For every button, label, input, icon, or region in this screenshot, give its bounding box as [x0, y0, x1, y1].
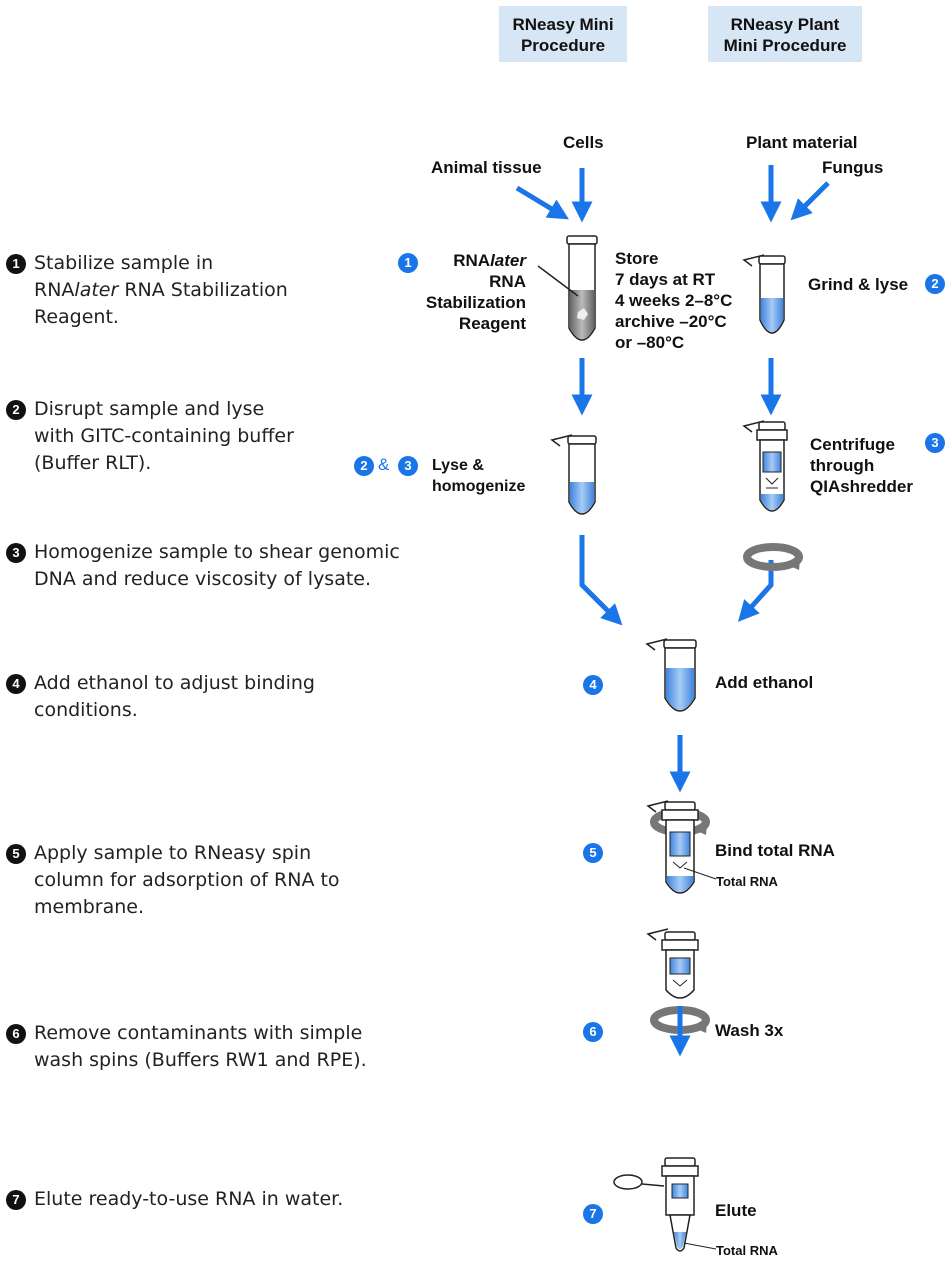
- label-store-line4: archive –20°C: [615, 312, 727, 331]
- step-3-text: 3 Homogenize sample to shear genomic DNA …: [6, 539, 400, 593]
- label-wash: Wash 3x: [715, 1021, 784, 1040]
- label-total-rna-bottom: Total RNA: [716, 1243, 778, 1258]
- step-1-line1: Stabilize sample in: [34, 252, 214, 274]
- diagram-number-2-plant: 2: [925, 274, 945, 294]
- label-centrifuge: Centrifuge through QIAshredder: [810, 434, 913, 497]
- label-store-line1: Store: [615, 249, 659, 268]
- diagram-number-4: 4: [583, 675, 603, 695]
- step-5-line3: membrane.: [34, 896, 144, 918]
- step-4-line2: conditions.: [34, 699, 138, 721]
- label-store-line3: 4 weeks 2–8°C: [615, 291, 733, 310]
- header-plant-line1: RNeasy Plant: [730, 15, 840, 34]
- label-store: Store 7 days at RT 4 weeks 2–8°C archive…: [615, 248, 732, 353]
- spin-column-icon: [613, 1157, 699, 1252]
- step-7-line1: Elute ready-to-use RNA in water.: [34, 1188, 344, 1210]
- step-number-3: 3: [6, 543, 26, 563]
- diagram-number-7: 7: [583, 1204, 603, 1224]
- label-store-line2: 7 days at RT: [615, 270, 716, 289]
- header-plant-line2: Mini Procedure: [723, 36, 847, 55]
- down-arrow-icon: [515, 185, 569, 220]
- step-1-line2: RNAlater RNA Stabilization: [34, 279, 288, 301]
- header-mini-line2: Procedure: [520, 36, 606, 55]
- label-centrifuge-line3: QIAshredder: [810, 477, 913, 496]
- step-4-line1: Add ethanol to adjust binding: [34, 672, 315, 694]
- label-grind-lyse: Grind & lyse: [808, 275, 909, 294]
- step-6-line2: wash spins (Buffers RW1 and RPE).: [34, 1049, 367, 1071]
- tube-icon: [742, 254, 786, 334]
- step-number-1: 1: [6, 254, 26, 274]
- label-fungus: Fungus: [822, 158, 884, 177]
- label-add-ethanol: Add ethanol: [715, 673, 814, 692]
- label-total-rna-small: Total RNA: [716, 874, 778, 889]
- step-3-line1: Homogenize sample to shear genomic: [34, 541, 400, 563]
- label-rnalater-italic: later: [490, 251, 526, 270]
- step-number-4: 4: [6, 674, 26, 694]
- step-number-6: 6: [6, 1024, 26, 1044]
- step-4-text: 4 Add ethanol to adjust binding condition…: [6, 670, 315, 724]
- label-lyse-line1: Lyse &: [432, 457, 484, 474]
- down-arrow-icon: [579, 535, 623, 626]
- rotation-arrow-icon: [743, 543, 803, 571]
- tube-icon: [645, 638, 697, 712]
- step-3-line2: DNA and reduce viscosity of lysate.: [34, 568, 372, 590]
- label-centrifuge-line2: through: [810, 456, 875, 475]
- step-7-text: 7 Elute ready-to-use RNA in water.: [6, 1186, 343, 1213]
- step-5-line1: Apply sample to RNeasy spin: [34, 842, 312, 864]
- step-number-5: 5: [6, 844, 26, 864]
- step-5-text: 5 Apply sample to RNeasy spin column for …: [6, 840, 340, 921]
- tube-icon: [566, 235, 598, 341]
- label-rnalater-rna: RNA: [453, 251, 491, 270]
- spin-column-icon: [742, 420, 788, 512]
- label-elute: Elute: [715, 1201, 757, 1220]
- step-2-line3: (Buffer RLT).: [34, 452, 152, 474]
- label-animal-tissue: Animal tissue: [431, 158, 542, 177]
- step-number-2: 2: [6, 400, 26, 420]
- ampersand: &: [378, 455, 390, 474]
- label-bind-total-rna: Bind total RNA: [715, 841, 835, 860]
- step-1-italic-later: later: [74, 279, 119, 301]
- step-6-line1: Remove contaminants with simple: [34, 1022, 363, 1044]
- label-rnalater-line4: Reagent: [458, 314, 526, 333]
- header-rneasy-mini: RNeasy Mini Procedure: [499, 6, 627, 62]
- step-1-line3: Reagent.: [34, 306, 119, 328]
- label-rnalater: RNAlater RNA Stabilization Reagent: [406, 250, 526, 334]
- step-2-line2: with GITC-containing buffer: [34, 425, 294, 447]
- step-number-7: 7: [6, 1190, 26, 1210]
- spin-column-icon: [646, 928, 699, 999]
- step-1-text: 1 Stabilize sample in RNAlater RNA Stabil…: [6, 250, 288, 331]
- label-plant-material: Plant material: [746, 133, 858, 152]
- label-lyse-homogenize: Lyse & homogenize: [432, 455, 525, 497]
- header-rneasy-plant: RNeasy Plant Mini Procedure: [708, 6, 862, 62]
- step-5-line2: column for adsorption of RNA to: [34, 869, 340, 891]
- diagram-number-1: 1: [398, 253, 418, 273]
- step-6-text: 6 Remove contaminants with simple wash sp…: [6, 1020, 367, 1074]
- diagram-number-5: 5: [583, 843, 603, 863]
- down-arrow-icon: [790, 181, 830, 221]
- diagram-number-2-mini: 2: [354, 456, 374, 476]
- label-store-line5: or –80°C: [615, 333, 685, 352]
- label-centrifuge-line1: Centrifuge: [810, 435, 895, 454]
- label-lyse-line2: homogenize: [432, 478, 526, 495]
- header-mini-line1: RNeasy Mini: [512, 15, 614, 34]
- spin-column-icon: [646, 800, 699, 894]
- flow-arrows: [515, 165, 830, 793]
- step-2-line1: Disrupt sample and lyse: [34, 398, 265, 420]
- diagram-number-3-mini: 3: [398, 456, 418, 476]
- label-cells: Cells: [563, 133, 604, 152]
- diagram-number-6: 6: [583, 1022, 603, 1042]
- label-rnalater-line2: RNA: [489, 272, 526, 291]
- diagram-number-3-plant: 3: [925, 433, 945, 453]
- tube-icon: [550, 434, 597, 515]
- step-2-text: 2 Disrupt sample and lyse with GITC-conta…: [6, 396, 294, 477]
- label-rnalater-line3: Stabilization: [425, 293, 526, 312]
